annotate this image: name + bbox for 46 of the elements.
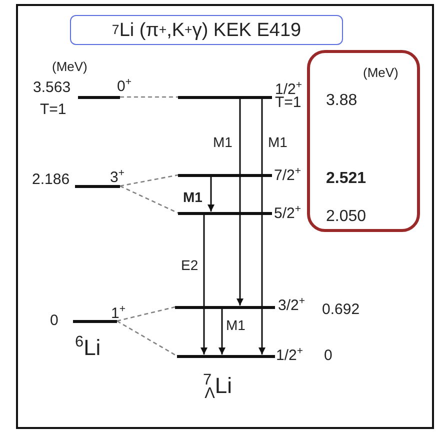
- correspondence-line: [116, 306, 176, 322]
- edge-label: M1: [183, 190, 202, 204]
- edge-label: M1: [213, 135, 232, 149]
- correspondence-line: [120, 96, 178, 98]
- energy-level-line: [78, 96, 120, 98]
- level-label: 0: [50, 313, 58, 328]
- correspondence-line: [120, 185, 178, 214]
- transition-arrow: [200, 214, 208, 354]
- level-label: 0.692: [322, 302, 360, 317]
- energy-level-line: [177, 354, 275, 358]
- energy-level-line: [75, 184, 120, 188]
- energy-value: 2.521: [326, 171, 366, 187]
- transition-arrow: [218, 308, 226, 354]
- transition-arrow: [258, 98, 266, 354]
- level-label: 0$^{+}$: [117, 79, 132, 94]
- energy-value: 3.88: [326, 93, 358, 109]
- energy-value: 2.050: [326, 209, 366, 225]
- title-box: $^{7}$Li (π$^{+}$,K$^{+}$γ) KEK E419: [70, 15, 343, 45]
- level-label: 3$^{+}$: [110, 170, 124, 185]
- energy-level-line: [178, 212, 272, 214]
- energy-level-line: [175, 306, 275, 308]
- edge-label: M1: [268, 135, 288, 149]
- highlight-box: [307, 50, 420, 232]
- level-label: T=1: [40, 102, 66, 117]
- level-label: 1/2$^{+}$: [275, 82, 302, 97]
- energy-level-line: [178, 96, 272, 98]
- transition-arrow: [208, 176, 214, 212]
- level-label: 2.186: [32, 172, 70, 187]
- level-label: T=1: [275, 95, 302, 110]
- level-label: 3/2$^{+}$: [278, 298, 305, 313]
- nucleus-label: $^{6}$Li: [75, 337, 101, 359]
- level-label: 7/2$^{+}$: [274, 168, 301, 183]
- transition-arrow: [236, 98, 244, 306]
- level-label: 3.563: [33, 80, 71, 95]
- edge-label: E2: [181, 258, 198, 272]
- correspondence-line: [120, 174, 178, 187]
- level-label: 1$^{+}$: [111, 306, 126, 321]
- unit-label: (MeV): [363, 66, 398, 79]
- correspondence-line: [116, 320, 178, 357]
- energy-level-line: [178, 174, 272, 176]
- level-label: 0: [324, 348, 332, 363]
- level-label: 5/2$^{+}$: [274, 206, 301, 221]
- level-label: 1/2$^{+}$: [276, 348, 303, 363]
- energy-level-line: [73, 320, 117, 322]
- edge-label: M1: [226, 318, 246, 332]
- unit-label: (MeV): [52, 60, 88, 73]
